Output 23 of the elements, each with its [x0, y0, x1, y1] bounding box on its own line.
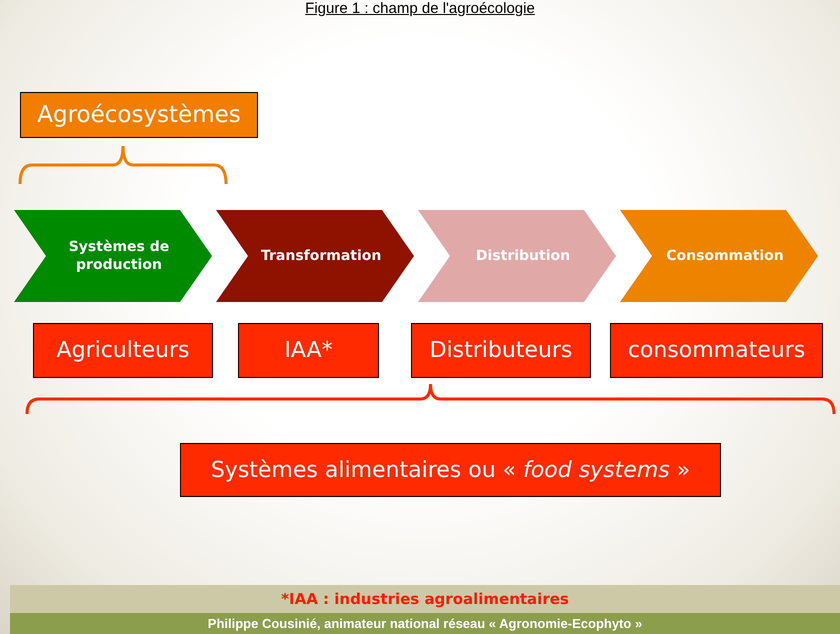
node-label: Systèmes de production: [68, 238, 170, 274]
node-label: Transformation: [261, 246, 381, 266]
node-label: Distribution: [476, 246, 570, 266]
actor-box: [610, 323, 823, 378]
category-box: [20, 92, 258, 138]
actor-box: [411, 323, 591, 378]
figure-title: Figure 1 : champ de l'agroécologie: [305, 0, 535, 17]
actor-box: [238, 323, 379, 378]
node-label: Agroécosystèmes: [37, 102, 241, 128]
node-label: consommateurs: [628, 338, 806, 363]
node-label: Systèmes alimentaires ou « food systems »: [210, 458, 690, 482]
node-label: IAA*: [284, 338, 333, 363]
process-step: [14, 210, 212, 302]
node-label: Agriculteurs: [56, 338, 190, 363]
process-step: [418, 210, 616, 302]
node-label: Consommation: [666, 246, 784, 266]
process-step: [620, 210, 818, 302]
category-box: [180, 443, 721, 497]
node-label: Distributeurs: [430, 338, 572, 363]
actor-box: [33, 323, 213, 378]
footnote-text: *IAA : industries agroalimentaires: [281, 590, 569, 608]
process-step: [216, 210, 414, 302]
credit-text: Philippe Cousinié, animateur national réseau « Agronomie-Ecophyto »: [208, 616, 642, 631]
